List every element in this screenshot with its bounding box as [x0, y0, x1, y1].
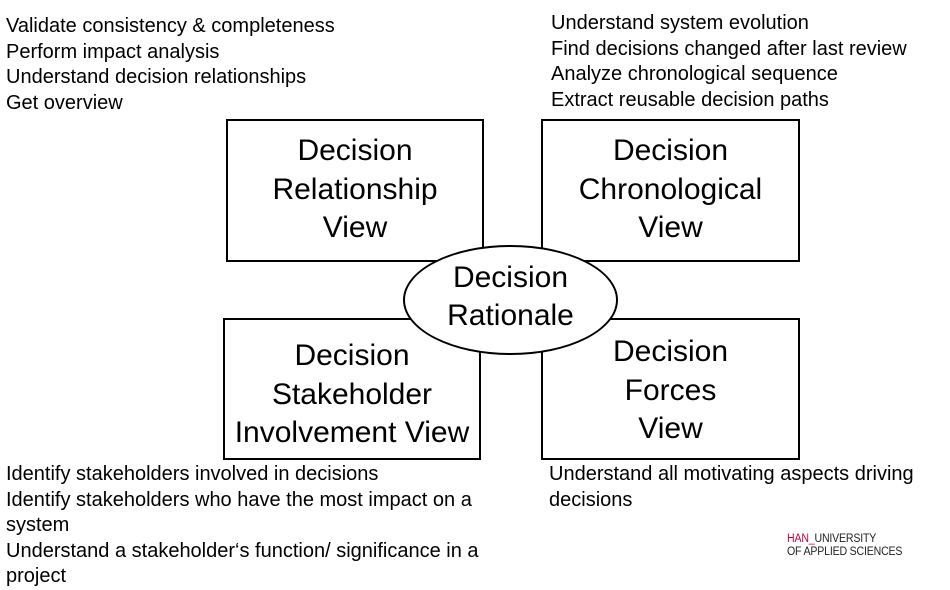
purpose-item: Understand all motivating aspects drivin… [549, 463, 914, 511]
logo-line-1: HAN_UNIVERSITY [787, 533, 902, 546]
purpose-item: Analyze chronological sequence [551, 63, 838, 85]
decision-rationale-ellipse: Decision Rationale [403, 245, 618, 355]
view-title: Decision Forces View [612, 335, 729, 446]
center-title: Decision Rationale [447, 260, 574, 333]
view-title: Decision Chronological View [578, 134, 763, 245]
stakeholder-view-purposes: Identify stakeholders involved in decisi… [6, 462, 516, 590]
view-title: Decision Stakeholder Involvement View [234, 339, 470, 450]
logo-name: UNIVERSITY [814, 533, 877, 545]
decision-forces-view-box: Decision Forces View [541, 318, 800, 460]
purpose-item: Perform impact analysis [6, 40, 220, 63]
purpose-item: Identify stakeholders who have the most … [6, 488, 472, 537]
purpose-item: Validate consistency & completeness [6, 15, 335, 37]
purpose-item: Find decisions changed after last review [551, 37, 907, 60]
han-university-logo: HAN_UNIVERSITY OF APPLIED SCIENCES [787, 533, 902, 559]
purpose-item: Extract reusable decision paths [551, 88, 829, 111]
forces-view-purposes: Understand all motivating aspects drivin… [549, 462, 944, 513]
decision-relationship-view-box: Decision Relationship View [226, 119, 484, 262]
decision-stakeholder-involvement-view-box: Decision Stakeholder Involvement View [223, 318, 481, 460]
view-title: Decision Relationship View [272, 134, 438, 245]
purpose-item: Understand decision relationships [6, 66, 307, 88]
relationship-view-purposes: Validate consistency & completeness Perf… [6, 14, 406, 116]
chronological-view-purposes: Understand system evolution Find decisio… [551, 11, 946, 113]
logo-brand: HAN_ [787, 533, 815, 545]
purpose-item: Understand system evolution [551, 12, 809, 34]
purpose-item: Understand a stakeholder‘s function/ sig… [6, 539, 479, 588]
logo-line-2: OF APPLIED SCIENCES [787, 546, 903, 558]
purpose-item: Get overview [6, 91, 123, 114]
decision-chronological-view-box: Decision Chronological View [541, 119, 800, 262]
purpose-item: Identify stakeholders involved in decisi… [6, 463, 379, 485]
